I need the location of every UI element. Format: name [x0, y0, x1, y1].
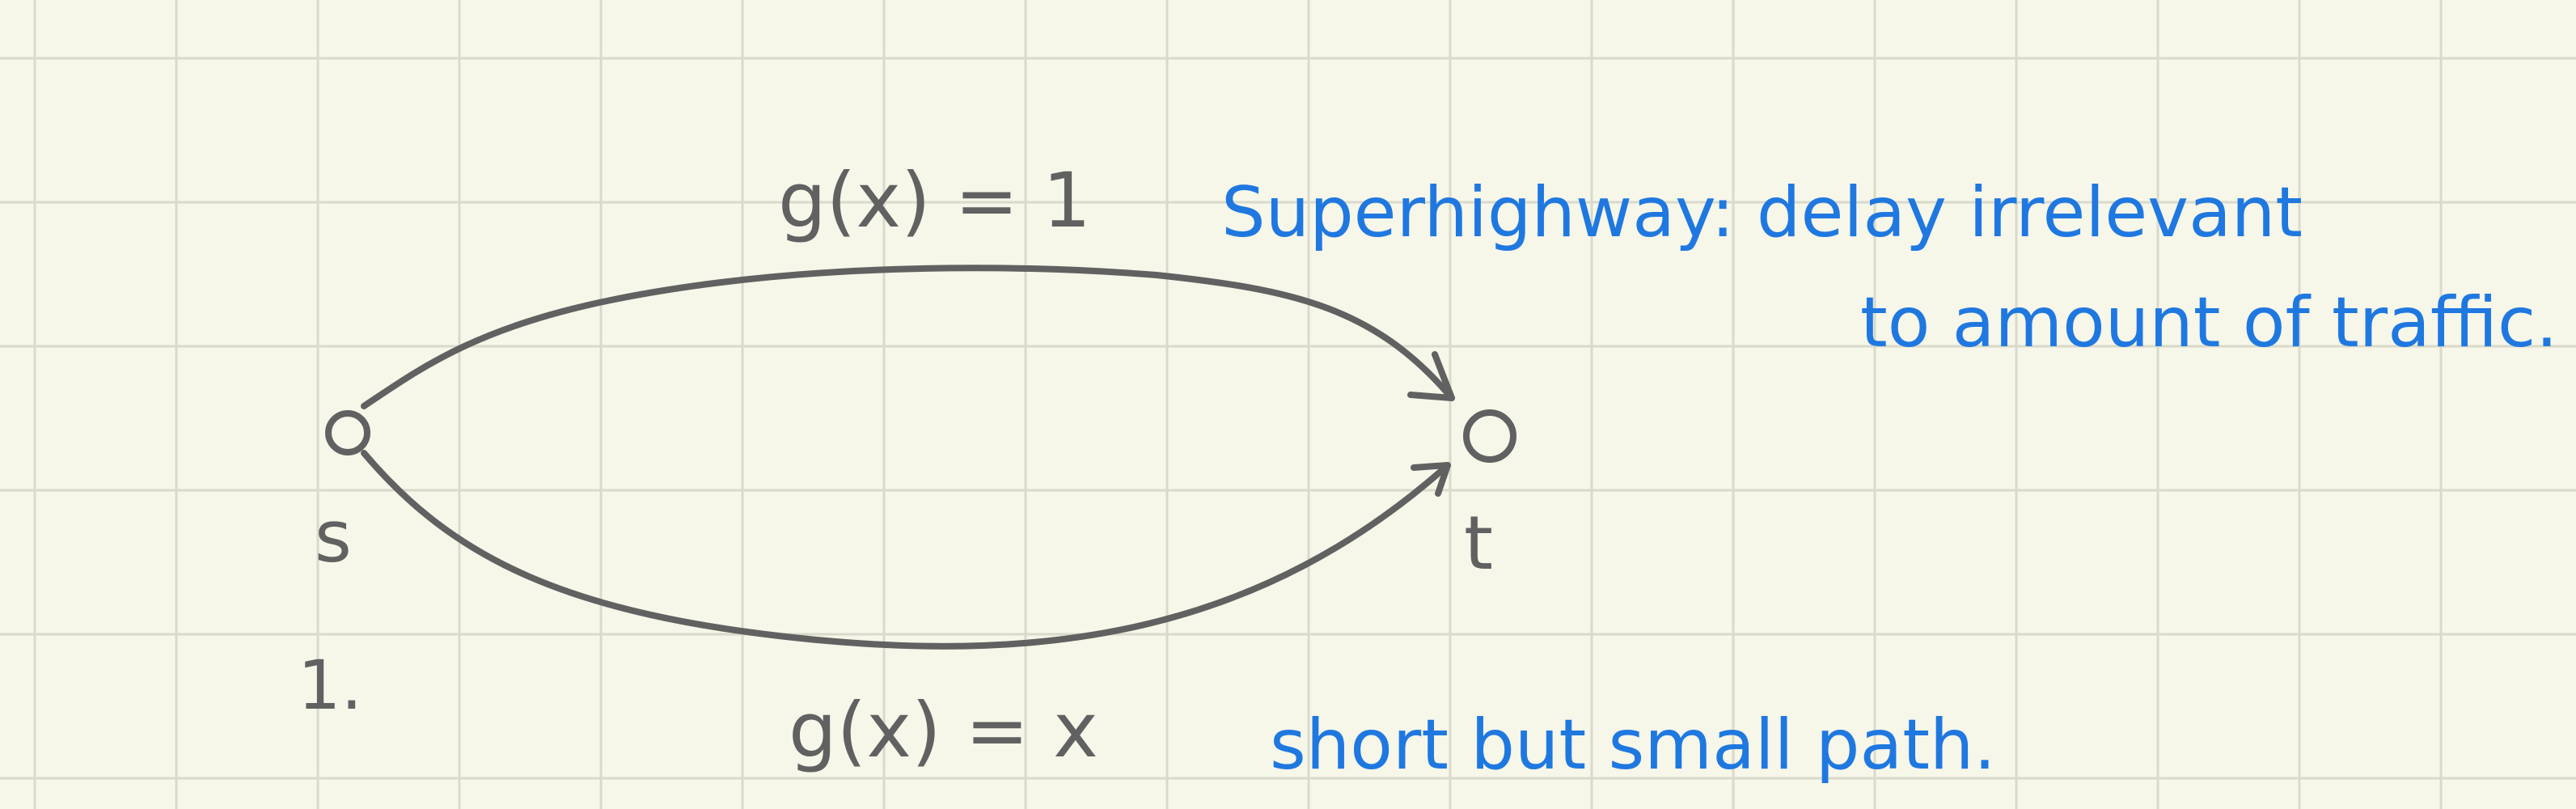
top-edge-arrowhead-icon: [1407, 351, 1455, 401]
bottom-edge: [361, 450, 1451, 650]
superhighway-annotation-line-1: Superhighway: delay irrelevant: [1221, 172, 2303, 253]
target-node: [1463, 409, 1516, 463]
top-edge-label: g(x) = 1: [778, 157, 1091, 245]
source-node: [325, 410, 370, 455]
short-path-annotation: short but small path.: [1270, 705, 1996, 786]
top-edge: [361, 265, 1455, 409]
source-node-label: s: [315, 495, 352, 578]
figure-number: 1.: [298, 646, 362, 725]
bottom-edge-label: g(x) = x: [789, 687, 1098, 775]
superhighway-annotation-line-2: to amount of traffic.: [1860, 282, 2558, 363]
target-node-label: t: [1464, 500, 1493, 587]
bottom-edge-arrowhead-icon: [1411, 462, 1451, 497]
